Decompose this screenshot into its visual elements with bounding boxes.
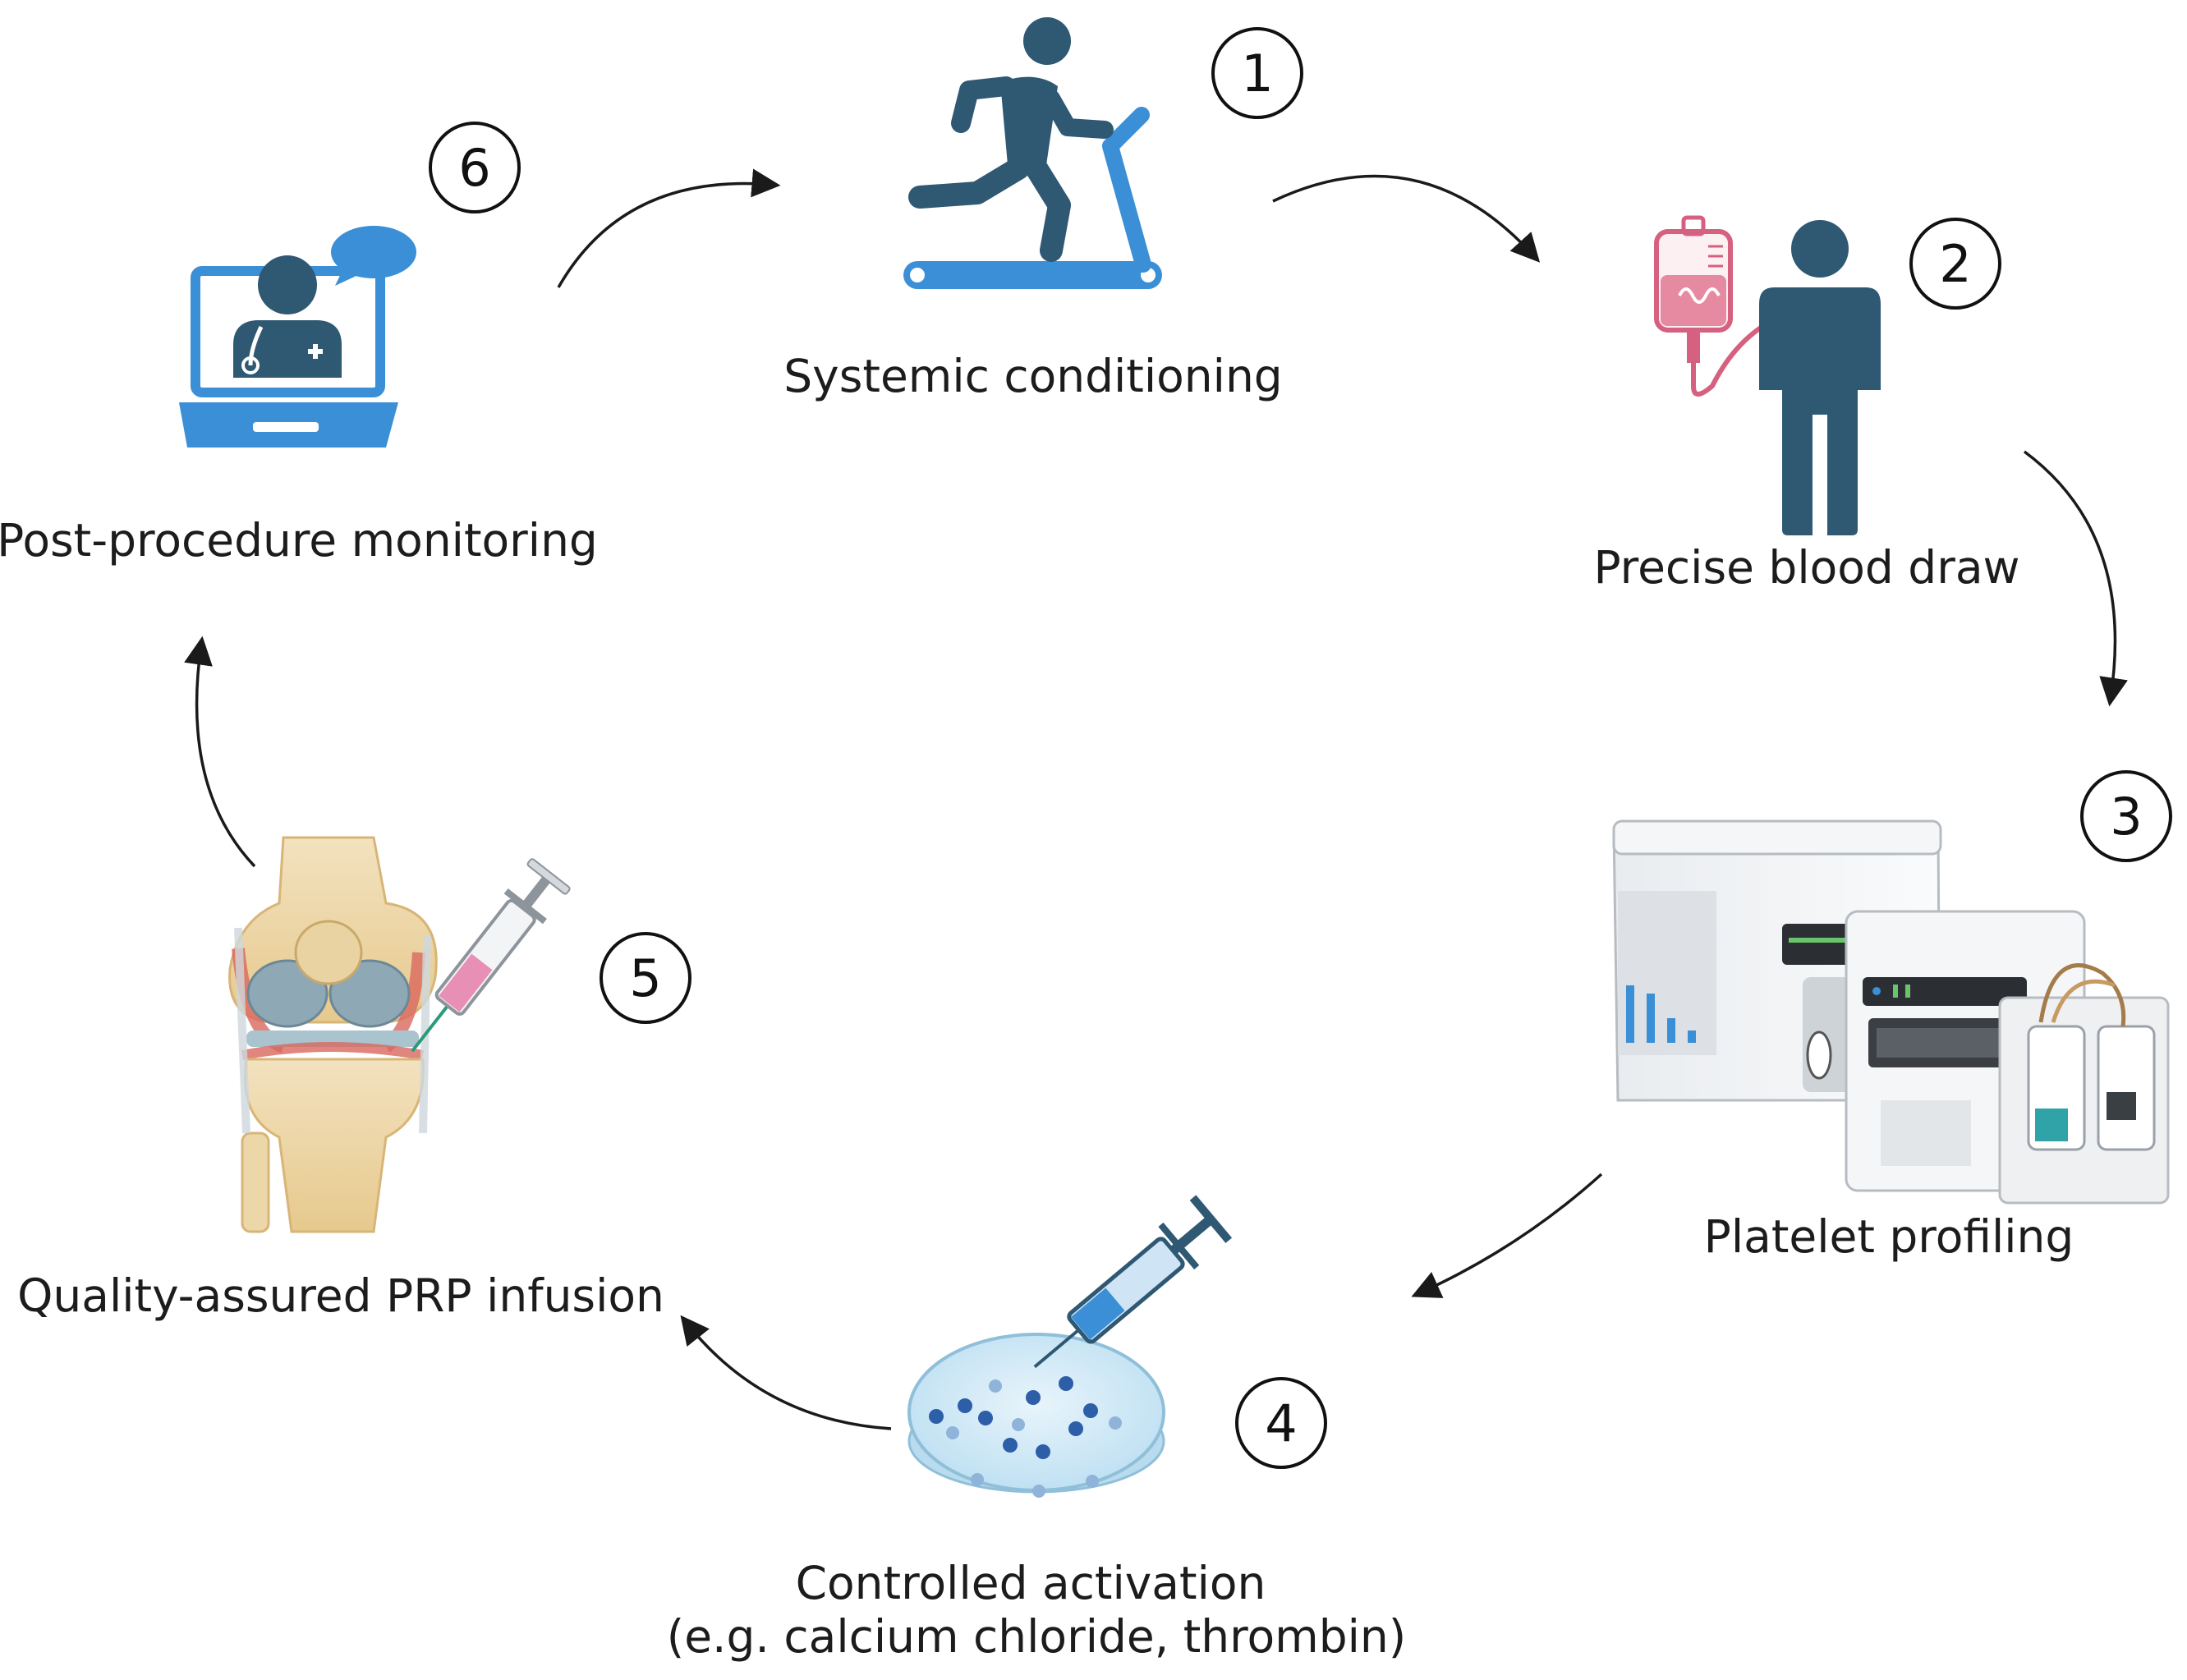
step-label-4-line2: (e.g. calcium chloride, thrombin)	[666, 1610, 1407, 1663]
arrow-6-to-1	[557, 168, 781, 288]
petri-dish-syringe-icon	[907, 1195, 1233, 1498]
lab-analyzer-icon	[1612, 819, 2170, 1205]
telemedicine-laptop-icon	[179, 226, 416, 448]
step-label-1: Systemic conditioning	[783, 350, 1283, 402]
step-number-2: 2	[1909, 218, 2001, 310]
step-number-3: 3	[2080, 770, 2172, 862]
treadmill-runner-icon	[903, 17, 1162, 289]
arrow-2-to-3	[2023, 450, 2128, 707]
step-number-4: 4	[1235, 1377, 1327, 1469]
step-label-3: Platelet profiling	[1703, 1210, 2074, 1263]
arrow-4-to-5	[680, 1315, 892, 1430]
arrow-5-to-6	[184, 636, 256, 868]
cycle-arrows	[184, 168, 2128, 1430]
step-label-4-line1: Controlled activation	[795, 1557, 1266, 1609]
step-number-1: 1	[1211, 27, 1303, 119]
blood-donor-icon	[1654, 215, 1881, 535]
step-number-6: 6	[429, 122, 521, 213]
step-label-5: Quality-assured PRP infusion	[17, 1269, 664, 1322]
step-label-6: Post-procedure monitoring	[0, 514, 598, 567]
arrow-3-to-4	[1411, 1173, 1603, 1298]
arrow-1-to-2	[1272, 174, 1541, 263]
step-label-2: Precise blood draw	[1593, 541, 2020, 594]
step-number-5: 5	[600, 932, 691, 1024]
knee-injection-icon	[228, 836, 571, 1233]
